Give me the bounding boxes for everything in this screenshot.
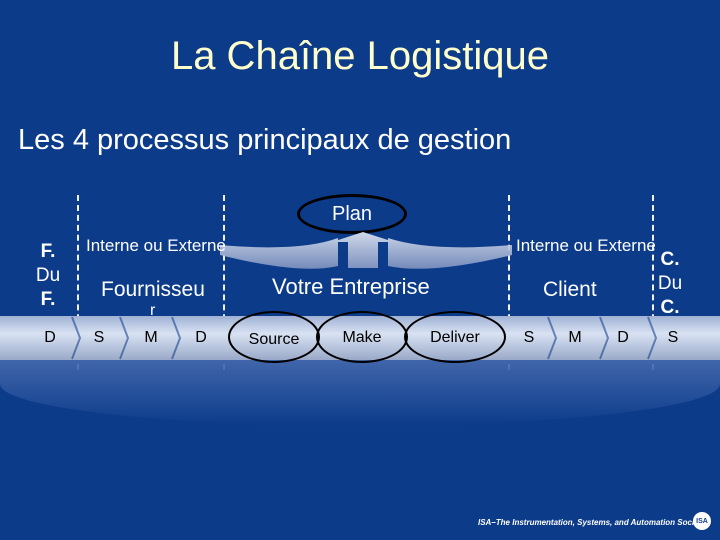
footer-text: ISA–The Instrumentation, Systems, and Au… <box>478 518 706 527</box>
left-side-line-1: F. <box>40 241 56 262</box>
separator-right-inner <box>508 195 510 370</box>
plan-node: Plan <box>297 194 407 234</box>
right-internal-label: Interne ou Externe <box>516 236 656 255</box>
client-label: Client <box>543 278 597 301</box>
company-step-source: Source <box>248 331 300 348</box>
separator-left-inner <box>223 195 225 370</box>
right-s-step: S <box>667 329 679 346</box>
plan-arrow-head <box>332 232 394 268</box>
plan-arrow-left-curve <box>220 238 338 269</box>
supplier-label-tail: r <box>150 302 156 319</box>
page-title: La Chaîne Logistique <box>170 34 550 78</box>
supplier-step-m: M <box>144 329 158 346</box>
left-side-line-2: Du <box>35 265 61 286</box>
plan-label: Plan <box>331 202 373 225</box>
separator-right-outer <box>652 195 654 370</box>
company-step-deliver: Deliver <box>430 329 480 346</box>
supplier-step-s: S <box>93 329 105 346</box>
separator-left-outer <box>77 195 79 370</box>
right-side-line-2: Du <box>657 273 683 294</box>
page-subtitle: Les 4 processus principaux de gestion <box>18 124 512 156</box>
supplier-step-d: D <box>195 329 207 346</box>
left-side-label: F. Du F. <box>28 240 68 312</box>
supplier-label: Fournisseu <box>101 278 205 301</box>
left-side-line-3: F. <box>40 289 56 310</box>
client-step-m: M <box>568 329 582 346</box>
company-label: Votre Entreprise <box>272 274 430 299</box>
company-step-deliver-ellipse <box>404 311 506 363</box>
process-band-shadow <box>0 356 720 426</box>
left-d-step: D <box>44 329 56 346</box>
plan-arrow-right-curve <box>388 238 512 269</box>
client-step-s: S <box>523 329 535 346</box>
isa-logo: ISA <box>693 512 711 530</box>
right-side-line-1: C. <box>660 249 680 270</box>
right-side-line-3: C. <box>660 297 680 318</box>
right-side-label: C. Du C. <box>650 248 690 320</box>
company-step-make: Make <box>342 329 382 346</box>
left-internal-label: Interne ou Externe <box>86 236 226 255</box>
client-step-d: D <box>617 329 629 346</box>
